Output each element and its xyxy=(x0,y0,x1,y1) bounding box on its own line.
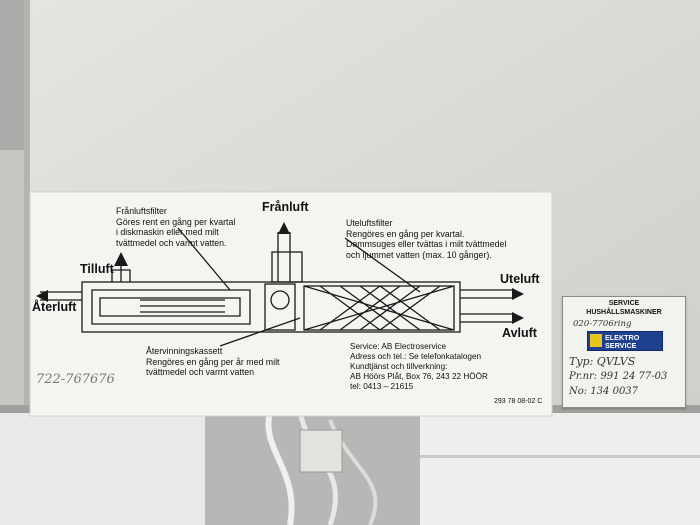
tilluft-arrow xyxy=(114,252,128,266)
sticker-typ: Typ: QVLVS xyxy=(569,355,636,368)
uteluftsfilter-note: Uteluftsfilter Rengöres en gång per kvar… xyxy=(346,218,506,260)
franluftsfilter-line3: tvättmedel och varmt vatten. xyxy=(116,237,227,248)
service-line2: Adress och tel.: Se telefonkatalogen xyxy=(350,352,482,361)
sticker-prnr: Pr.nr: 991 24 77-03 xyxy=(569,371,668,382)
elektro-service-logo: ELEKTRO SERVICE xyxy=(587,331,663,351)
sticker-no: No: 134 0037 xyxy=(569,386,639,397)
label-uteluft: Uteluft xyxy=(500,272,540,286)
franluftsfilter-note: Frånluftsfilter Göres rent en gång per k… xyxy=(116,206,235,248)
part-number: 293 78 08-02 C xyxy=(494,398,543,405)
label-franluft: Frånluft xyxy=(262,200,309,214)
uteluft-arrow xyxy=(512,288,524,300)
uteluftsfilter-line3: och ljummet vatten (max. 10 gånger). xyxy=(346,249,492,260)
franluft-arrow xyxy=(278,222,290,234)
uteluftsfilter-title: Uteluftsfilter xyxy=(346,218,393,228)
sticker-line2: HUSHÅLLSMASKINER xyxy=(586,309,662,316)
atervinningskassett-note: Återvinningskassett Rengöres en gång per… xyxy=(146,346,280,378)
sticker-line1: SERVICE xyxy=(608,300,640,307)
handwritten-number: 722-767676 xyxy=(36,372,115,387)
unit-housing xyxy=(81,281,461,333)
label-avluft: Avluft xyxy=(502,326,537,340)
service-sticker: SERVICE HUSHÅLLSMASKINER 020-7706ring EL… xyxy=(562,296,686,408)
service-line1: Service: AB Electroservice xyxy=(350,342,447,351)
atervinningskassett-line1: Rengöres en gång per år med milt xyxy=(146,356,280,367)
aterluft-arrow xyxy=(36,290,48,302)
logo-square-icon xyxy=(590,334,602,347)
logo-brand-line2: SERVICE xyxy=(605,341,637,350)
service-line5: tel: 0413 – 21615 xyxy=(350,382,414,391)
uteluftsfilter-line2: Dammsuges eller tvättas i milt tvättmede… xyxy=(346,239,507,249)
uteluftsfilter-line1: Rengöres en gång per kvartal. xyxy=(346,228,465,239)
franluftsfilter-line2: i diskmaskin eller med milt xyxy=(116,227,219,237)
label-aterluft: Återluft xyxy=(32,300,77,314)
franluftsfilter-line1: Göres rent en gång per kvartal xyxy=(116,216,236,227)
atervinningskassett-title: Återvinningskassett xyxy=(146,346,223,356)
franluft-duct xyxy=(277,232,291,282)
label-tilluft: Tilluft xyxy=(80,262,114,276)
logo-brand-line1: ELEKTRO xyxy=(605,333,640,342)
avluft-arrow xyxy=(512,312,524,324)
service-line3: Kundtjänst och tillverkning: xyxy=(350,362,448,371)
service-note: Service: AB Electroservice Adress och te… xyxy=(350,342,488,392)
sticker-phone: 020-7706ring xyxy=(573,319,632,329)
atervinningskassett-line2: tvättmedel och varmt vatten xyxy=(146,367,255,377)
service-line4: AB Höörs Plåt, Box 76, 243 22 HÖÖR xyxy=(350,372,488,381)
franluftsfilter-title: Frånluftsfilter xyxy=(116,206,167,216)
